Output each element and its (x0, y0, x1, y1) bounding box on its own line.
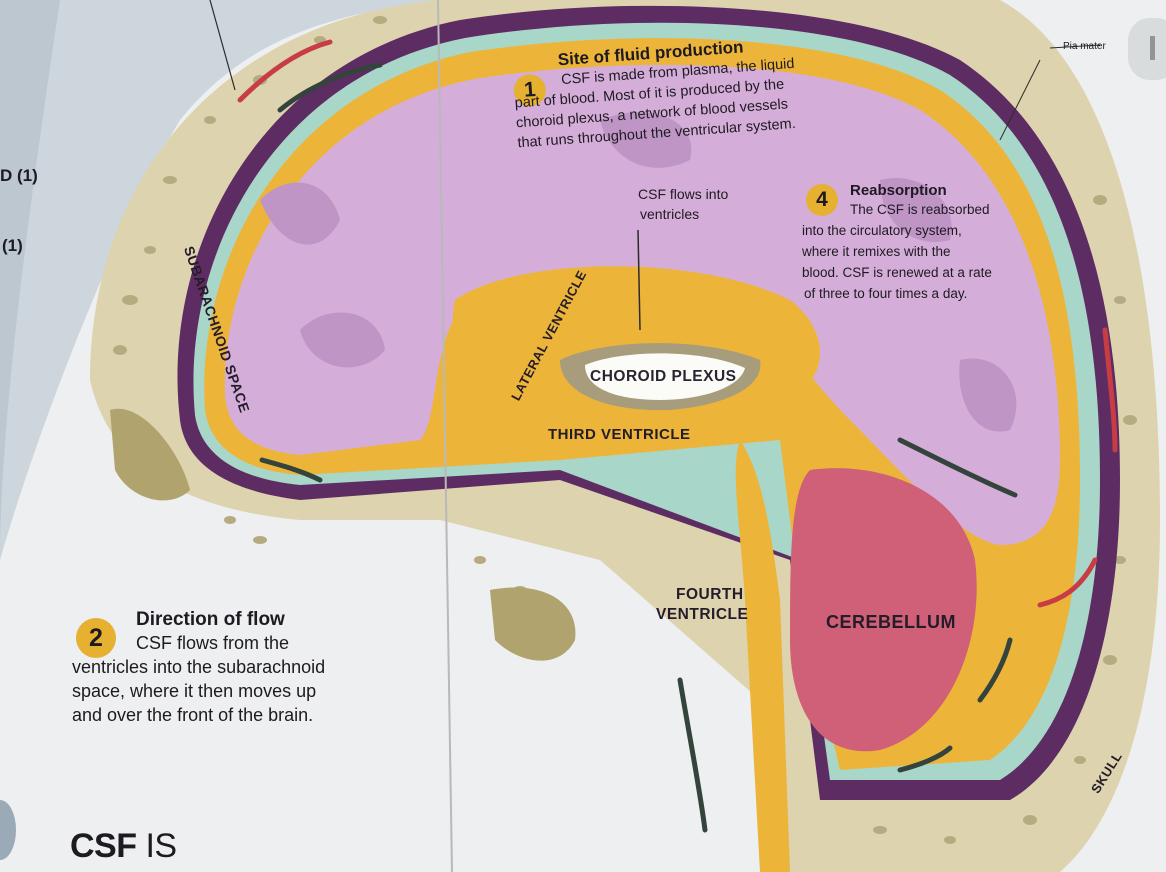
finger-blur (0, 800, 16, 860)
brain-cortex (224, 64, 1060, 545)
cerebellum-label: CEREBELLUM (826, 612, 956, 632)
pointer-line (637, 229, 641, 331)
callout-line: space, where it then moves up (72, 681, 317, 701)
choroid-plexus-label: CHOROID PLEXUS (590, 368, 737, 385)
pointer-line (1049, 44, 1101, 49)
side-label-top: D (1) (0, 166, 38, 185)
callout-number: 4 (806, 184, 838, 216)
sinus-shape (490, 587, 576, 661)
callout-line: The CSF is reabsorbed (850, 202, 990, 217)
pointer-label-line: ventricles (640, 206, 700, 222)
callout-line: of three to four times a day. (804, 286, 968, 301)
pointer-label-line: CSF flows into (638, 186, 729, 202)
footer-heading: CSF IS (70, 826, 177, 866)
brain-folds (260, 112, 1017, 432)
side-label-bottom: (1) (2, 236, 23, 255)
pia-mater-label: Pia mater (1063, 41, 1106, 52)
brainstem-canal (735, 440, 790, 872)
callout-line: blood. CSF is renewed at a rate (802, 265, 992, 280)
footer-heading-bold: CSF (70, 827, 137, 865)
cerebellum-shape (790, 468, 977, 752)
callout-line: ventricles into the subarachnoid (72, 657, 326, 677)
skull-texture (113, 16, 1137, 844)
red-arrows (237, 39, 1118, 608)
fourth-ventricle-label: FOURTH (676, 586, 744, 603)
callout-line: into the circulatory system, (802, 223, 962, 238)
callout-line: CSF flows from the (136, 633, 290, 653)
callout-title: Reabsorption (850, 182, 947, 199)
corner-widget (1128, 18, 1166, 80)
page-fold (437, 0, 453, 872)
callout-number: 2 (76, 618, 116, 658)
callout-line: where it remixes with the (802, 244, 951, 259)
footer-heading-rest: IS (145, 827, 177, 865)
pointer-line (999, 59, 1041, 141)
pointer-line (209, 0, 236, 91)
fourth-ventricle-label: VENTRICLE (656, 606, 749, 623)
callout-title: Direction of flow (136, 609, 285, 630)
sinus-shape (110, 408, 190, 501)
callout-line: and over the front of the brain. (72, 705, 314, 725)
third-ventricle-label: THIRD VENTRICLE (548, 426, 691, 443)
flow-arrows (259, 62, 1018, 833)
